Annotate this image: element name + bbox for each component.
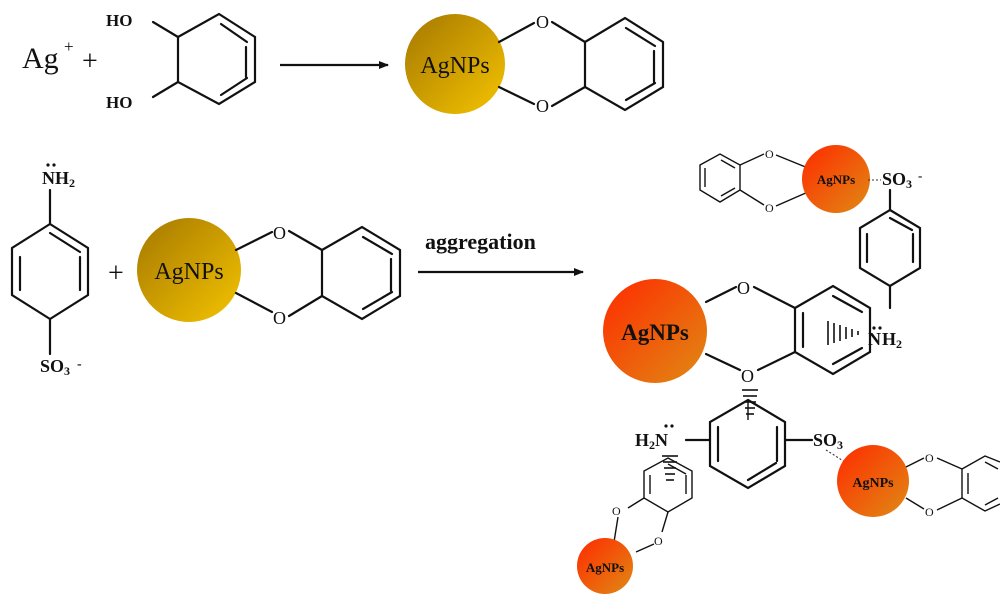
silver-ion-label: Ag + [22,37,74,75]
aggregate-top-complex: O O AgNPs SO3 - H2 N [699,145,922,351]
so3-label: SO3 [40,356,70,378]
aggregation-label: aggregation [425,229,536,254]
oxygen-label: O [612,504,621,518]
h2n-label: H2N [635,430,668,452]
oxygen-label: O [536,96,549,116]
oxygen-label: O [925,505,934,519]
central-ring-upper [793,284,872,376]
oxygen-label: O [741,366,754,386]
catechol-molecule: HO HO [106,11,257,112]
agnps-label-5: AgNPs [586,560,624,575]
plus-sign-2: + [108,258,124,289]
oxygen-label: O [273,223,286,243]
nanoparticle-red-top [802,145,870,213]
ag-text: Ag [22,42,59,75]
so3-charge: - [77,357,82,372]
lower-ring [708,398,787,490]
plus-sign-1: + [82,46,98,77]
agnps-label-3: AgNPs [817,172,855,187]
agnps-label-6: AgNPs [852,476,894,491]
nanoparticle-gold-1 [405,14,505,114]
oxygen-label: O [536,12,549,32]
nh2-label: H2 [882,329,902,351]
agnps-label-2: AgNPs [154,259,223,285]
nanoparticle-red-bottom-right [837,445,909,517]
oxygen-label: O [654,534,663,548]
oxygen-label: O [273,308,286,328]
oxygen-label: O [737,278,750,298]
so3-label: SO3 [882,169,912,191]
nh2-label: NH2 [42,168,75,190]
nanoparticle-gold-2 [137,218,241,322]
sulfanilic-acid-molecule: NH2 SO3 - [10,163,90,378]
agnps-label-1: AgNPs [420,53,489,79]
agnps-catechol-complex-1: AgNPs O O [405,12,665,116]
agnps-label-4: AgNPs [621,320,689,345]
so3-charge: - [918,168,922,183]
ho-text-top: HO [106,11,132,30]
so3-label: SO3 [813,430,843,452]
nitrogen-label: N [868,329,881,349]
oxygen-label: O [765,147,774,161]
oxygen-label: O [765,201,774,215]
aggregate-bottom-left-complex: O O AgNPs [577,457,693,594]
aggregate-bottom-right-complex: AgNPs O O [825,445,1000,519]
nanoparticle-red-bottom-left [577,538,633,594]
agnps-aggregate: O O AgNPs SO3 - H2 N [577,145,1000,594]
ag-charge-text: + [64,37,74,56]
agnps-catechol-complex-2: AgNPs O O [137,218,402,328]
nanoparticle-red-large [603,279,707,383]
hashed-bond-nh2 [827,321,859,345]
oxygen-label: O [925,451,934,465]
ho-text-bottom: HO [106,93,132,112]
